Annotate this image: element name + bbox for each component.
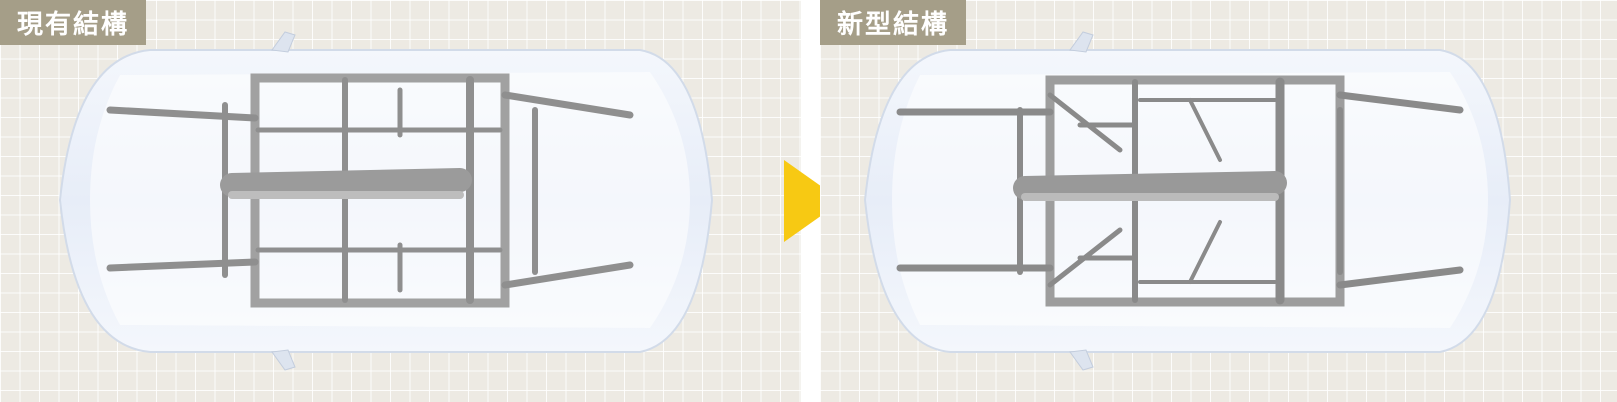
- current-structure-diagram: [58, 31, 714, 371]
- new-structure-diagram: [863, 31, 1512, 371]
- chassis-frame: [896, 75, 1464, 307]
- car-body-outline: [58, 31, 714, 371]
- new-structure-label: 新型結構: [820, 0, 967, 45]
- new-structure-panel: 新型結構: [820, 0, 1617, 402]
- arrow-shape: [784, 160, 842, 242]
- current-structure-label: 現有結構: [0, 0, 147, 45]
- arrow-right-icon: [784, 160, 842, 242]
- chassis-frame: [106, 73, 634, 308]
- current-structure-panel: 現有結構: [0, 0, 801, 402]
